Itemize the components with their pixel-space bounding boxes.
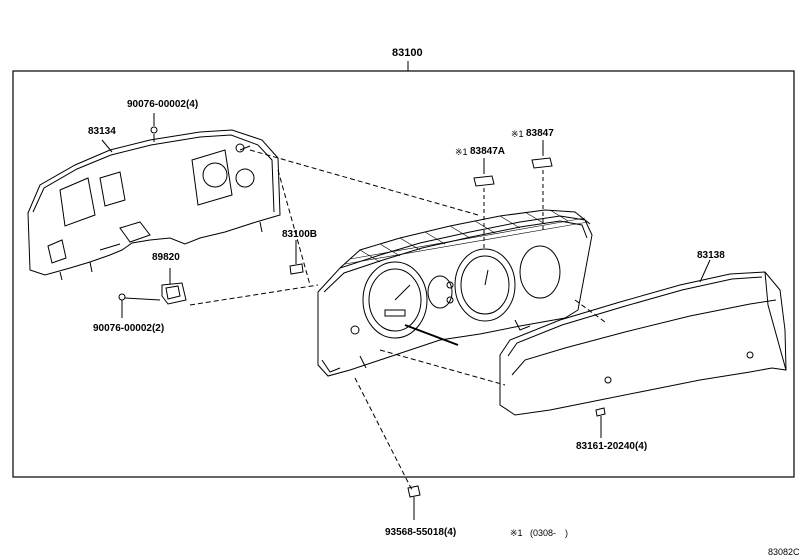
lens-83138 (499, 271, 787, 416)
label-83134: 83134 (88, 126, 116, 137)
rear-cover-83134 (27, 129, 281, 281)
label-93568: 93568-55018(4) (385, 527, 457, 538)
footnote-text: (0308- ) (530, 528, 569, 538)
bolt-left-90076 (118, 293, 161, 318)
label-83847: 83847 (526, 128, 554, 139)
dash-meter-to-lens (379, 349, 506, 386)
note-mark-83847A: ※1 (455, 147, 468, 157)
label-83138: 83138 (697, 250, 725, 261)
diagram-id: 83082C (768, 547, 800, 557)
screw-83161 (595, 407, 606, 438)
bulb-83847 (531, 140, 553, 169)
label-83847A: 83847A (470, 146, 506, 157)
meter-body (317, 209, 593, 377)
dash-cover-bottom (277, 169, 311, 286)
switch-89820 (161, 268, 187, 305)
leader-83138 (699, 259, 711, 283)
footnote-mark: ※1 (510, 528, 523, 538)
bulb-83847A (473, 158, 495, 187)
label-83161: 83161-20240(4) (576, 441, 648, 452)
label-83100: 83100 (392, 47, 423, 59)
screw-93568 (407, 485, 421, 520)
dash-meter-to-screw (354, 377, 413, 491)
label-bolt-top: 90076-00002(4) (127, 99, 199, 110)
leader-83134 (101, 139, 113, 153)
label-bolt-left: 90076-00002(2) (93, 323, 165, 334)
assembly-frame (12, 70, 795, 478)
dash-cover-to-meter (249, 149, 479, 216)
bolt-top-90076 (150, 113, 158, 142)
label-83100B: 83100B (282, 229, 318, 240)
note-mark-83847: ※1 (511, 129, 524, 139)
label-89820: 89820 (152, 252, 180, 263)
clip-83100B (289, 240, 304, 275)
dash-switch-to-meter (189, 284, 319, 306)
